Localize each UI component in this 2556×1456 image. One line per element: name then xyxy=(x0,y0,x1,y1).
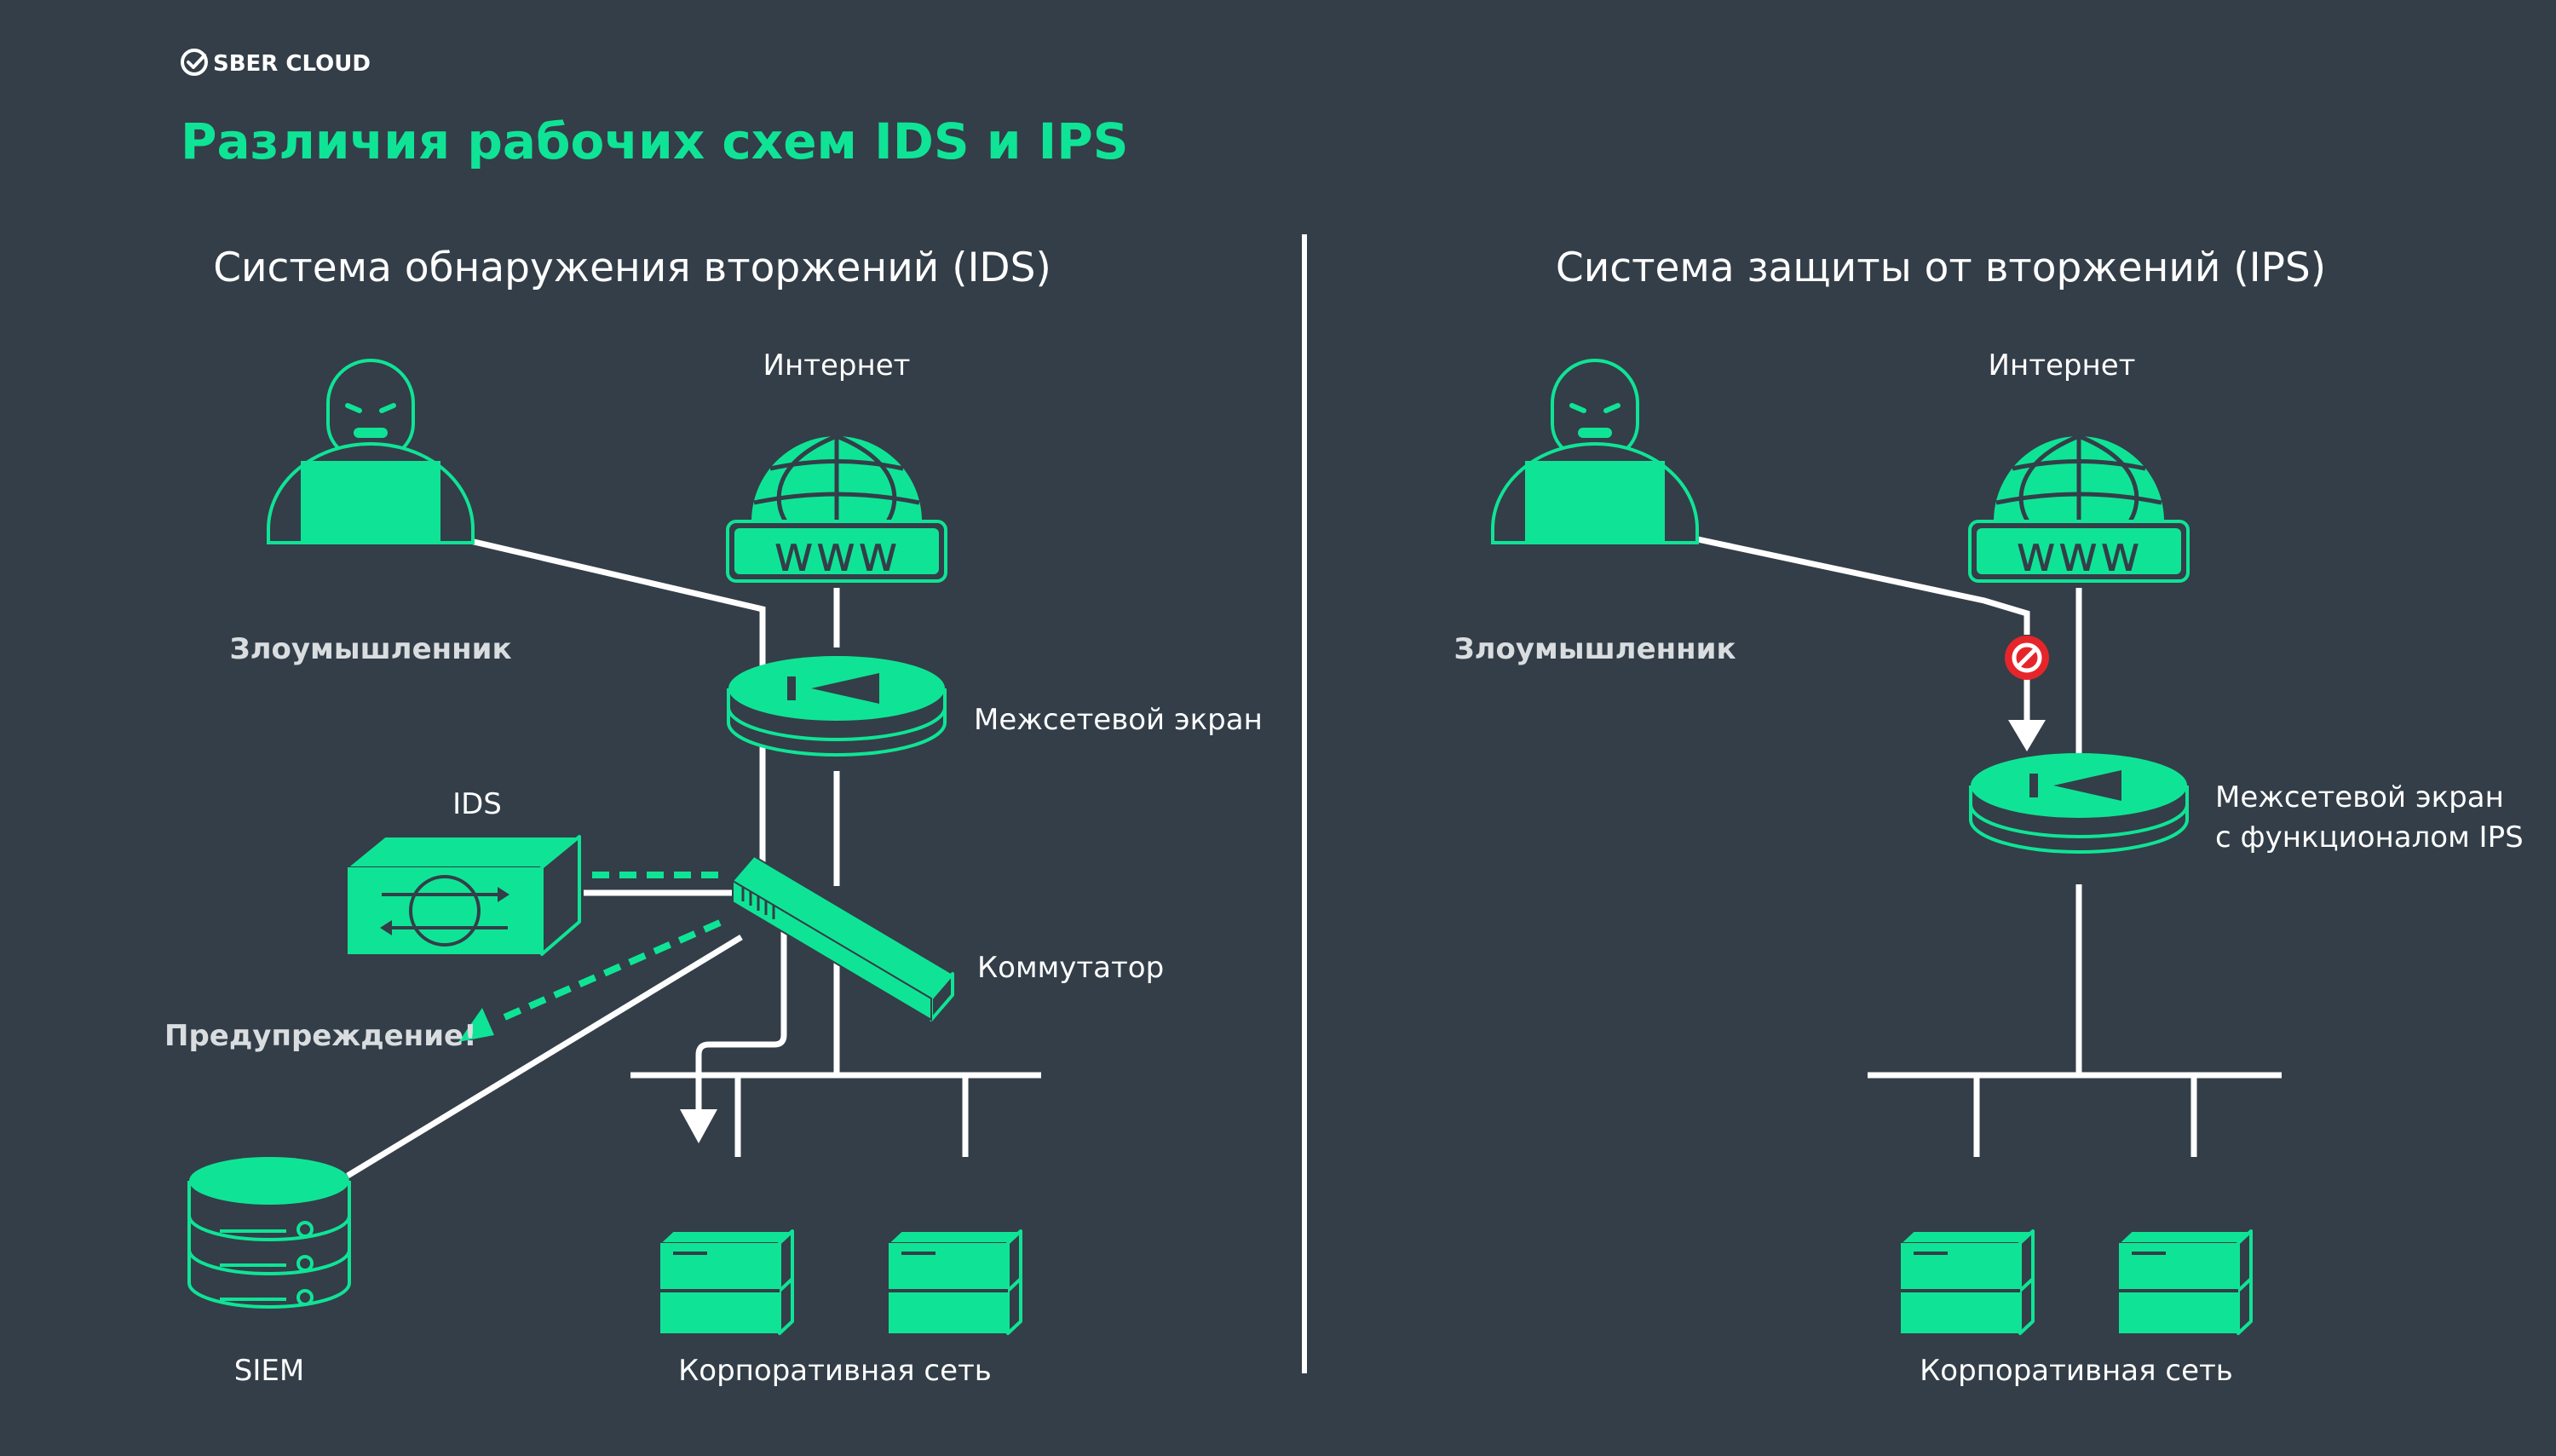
blocked-traffic-arrow-icon xyxy=(2008,720,2046,751)
database-icon xyxy=(187,1157,351,1309)
globe-www-icon: www xyxy=(728,436,946,583)
ids-www-label: www xyxy=(774,525,900,583)
ids-siem-label: SIEM xyxy=(234,1354,304,1388)
ips-attacker-label: Злоумышленник xyxy=(1454,632,1736,666)
network-switch-icon xyxy=(731,855,954,1022)
ids-section: Система обнаружения вторжений (IDS) Злоу… xyxy=(164,245,1263,1388)
hacker-icon xyxy=(1493,360,1697,544)
ids-connections xyxy=(346,538,1041,1178)
ips-www-label: www xyxy=(2016,525,2142,583)
brand-name: SBER CLOUD xyxy=(213,51,371,77)
ids-network-label: Корпоративная сеть xyxy=(678,1354,992,1388)
ips-heading: Система защиты от вторжений (IPS) xyxy=(1556,245,2326,291)
ids-internet-label: Интернет xyxy=(763,348,911,383)
globe-www-icon: www xyxy=(1970,436,2188,583)
blocked-icon xyxy=(2005,636,2049,680)
ids-device-label: IDS xyxy=(452,787,502,821)
ips-internet-label: Интернет xyxy=(1989,348,2136,383)
data-flow-arrow-icon xyxy=(680,1109,717,1143)
hacker-icon xyxy=(268,360,473,544)
warning-line xyxy=(495,919,722,1024)
ips-network-label: Корпоративная сеть xyxy=(1920,1354,2233,1388)
server-icon xyxy=(659,1229,794,1335)
sber-check-logo-icon xyxy=(181,49,208,76)
ips-firewall-label-line2: с функционалом IPS xyxy=(2215,820,2524,855)
ids-switch-label: Коммутатор xyxy=(977,951,1164,985)
ids-heading: Система обнаружения вторжений (IDS) xyxy=(213,245,1051,291)
ips-section: Система защиты от вторжений (IPS) Злоумы… xyxy=(1454,245,2523,1388)
firewall-icon xyxy=(1969,751,2189,854)
ids-warning-label: Предупреждение! xyxy=(164,1019,477,1053)
warning-arrow-icon xyxy=(458,1008,494,1042)
server-icon xyxy=(2117,1229,2253,1335)
server-icon xyxy=(887,1229,1022,1335)
ids-appliance-icon xyxy=(345,835,582,956)
server-icon xyxy=(1899,1229,2035,1335)
ips-firewall-label-line1: Межсетевой экран xyxy=(2215,780,2504,814)
ids-firewall-label: Межсетевой экран xyxy=(974,703,1263,737)
firewall-icon xyxy=(727,654,947,757)
ids-attacker-label: Злоумышленник xyxy=(229,632,511,666)
page-title: Различия рабочих схем IDS и IPS xyxy=(181,112,1129,170)
brand-logo: SBER CLOUD xyxy=(181,49,371,77)
ips-connections xyxy=(1693,535,2282,1157)
